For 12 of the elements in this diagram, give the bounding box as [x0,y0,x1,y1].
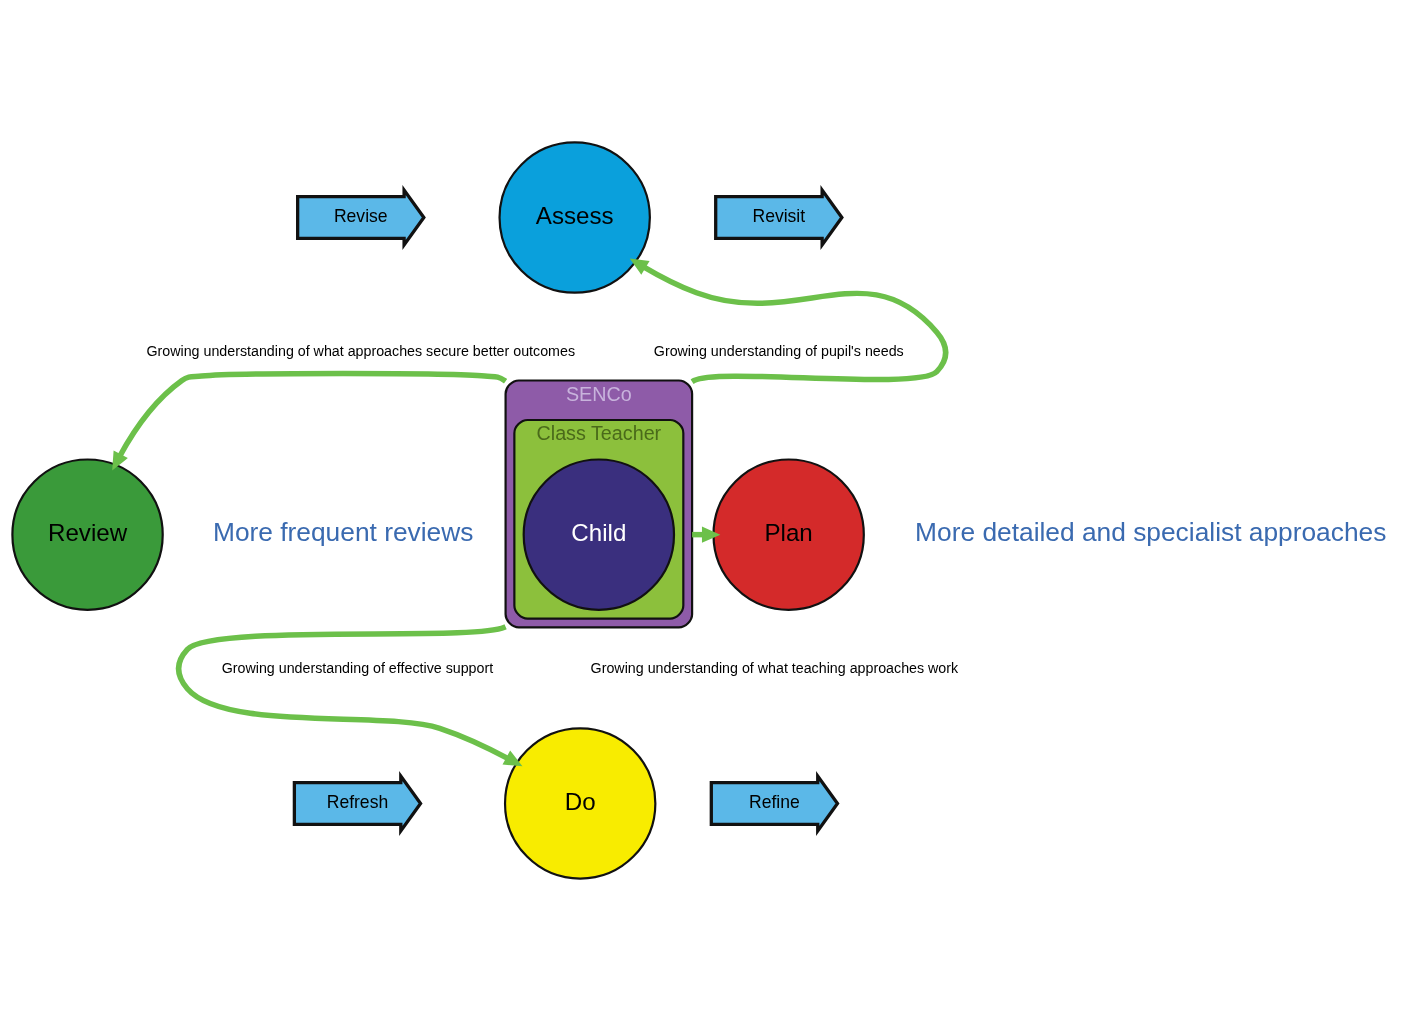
label: More frequent reviews [212,516,474,547]
arrow [112,370,508,471]
arrow [629,257,949,384]
label: Growing understanding of pupil's needs [653,342,904,359]
label: Growing understanding of effective support [221,659,494,676]
label: Growing understanding of what approaches secure better outcomes [146,342,576,359]
node-circle: Child [522,457,676,611]
node-circle: Plan [712,457,865,611]
label: Growing understanding of what teaching approaches work [590,659,959,676]
label: More detailed and specialist approaches [915,516,1387,547]
node-circle: Review [11,457,164,611]
arrow [176,623,523,766]
